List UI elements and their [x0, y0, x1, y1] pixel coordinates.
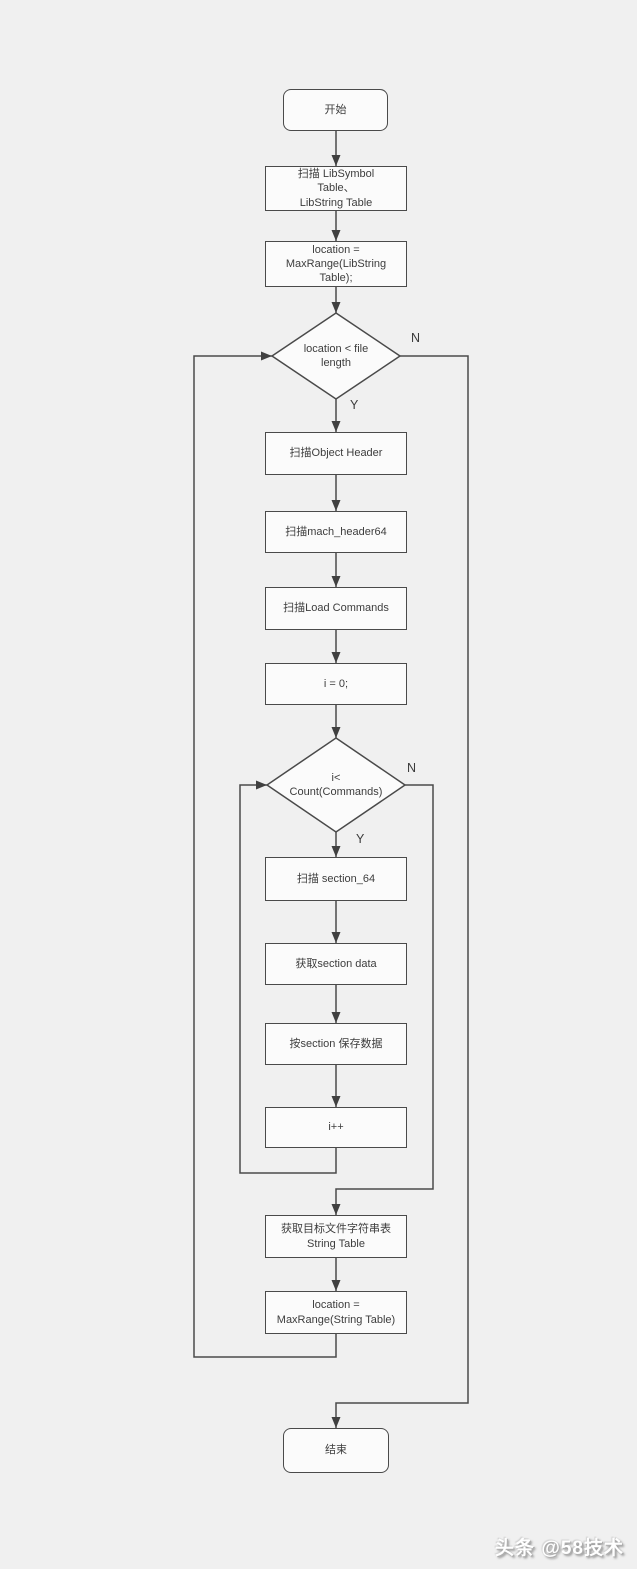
branch-label-no-2: N	[407, 761, 417, 775]
node-get-string-table: 获取目标文件字符串表 String Table	[265, 1215, 407, 1258]
node-get-section-data: 获取section data	[265, 943, 407, 985]
node-location-libstring: location = MaxRange(LibString Table);	[265, 241, 407, 287]
node-scan-load-commands: 扫描Load Commands	[265, 587, 407, 630]
edge-check-no-to-end	[331, 355, 469, 1428]
branch-label-no-1: N	[411, 331, 421, 345]
node-scan-section-64: 扫描 section_64	[265, 857, 407, 901]
node-save-section-data: 按section 保存数据	[265, 1023, 407, 1065]
node-increment-i: i++	[265, 1107, 407, 1148]
branch-label-yes-2: Y	[356, 832, 365, 846]
edge-location2-loopback-to-check	[193, 351, 337, 1358]
branch-label-yes-1: Y	[350, 398, 359, 412]
node-scan-object-header: 扫描Object Header	[265, 432, 407, 475]
node-scan-mach-header64: 扫描mach_header64	[265, 511, 407, 553]
node-end: 结束	[283, 1428, 389, 1473]
node-init-i: i = 0;	[265, 663, 407, 705]
node-scan-lib-tables: 扫描 LibSymbol Table、 LibString Table	[265, 166, 407, 211]
node-start: 开始	[283, 89, 388, 131]
decision-i-lt-count-commands	[265, 737, 407, 833]
node-location-string-table: location = MaxRange(String Table)	[265, 1291, 407, 1334]
watermark-toutiao: 头条 @58技术	[495, 1538, 624, 1559]
decision-location-lt-filelength	[270, 312, 402, 400]
edge-checki-no-to-stringtable	[331, 784, 434, 1215]
edge-increment-loopback-to-checki	[239, 780, 337, 1174]
